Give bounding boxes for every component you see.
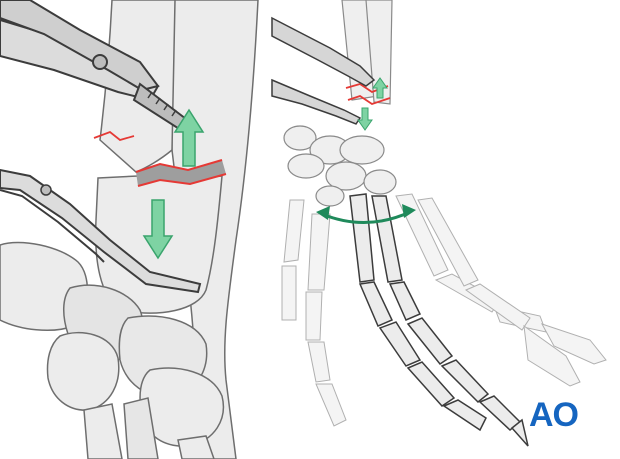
green-arrow-down <box>142 199 174 260</box>
carpal-bone-3 <box>46 332 120 411</box>
right-fracture-line-2 <box>347 95 391 105</box>
right-green-arrow-up <box>372 77 388 99</box>
upper-reduction-forceps <box>0 0 192 134</box>
rotation-arrowhead-right <box>402 204 416 218</box>
metacarpal-1 <box>83 403 123 459</box>
right-carpus <box>283 125 397 207</box>
metacarpal-3 <box>123 397 159 459</box>
left-panel <box>0 0 259 459</box>
fracture-line-upper <box>135 159 223 173</box>
green-arrow-up <box>173 108 205 167</box>
right-main-digit <box>349 193 529 447</box>
fracture-line-lower <box>137 173 227 187</box>
right-panel <box>271 0 607 447</box>
right-upper-forceps <box>271 16 376 87</box>
rotation-arrowhead-left <box>316 206 330 220</box>
right-green-arrow-down <box>357 107 373 131</box>
rotation-arrow-arc <box>321 210 411 224</box>
metacarpal-2 <box>177 435 215 459</box>
right-ghost-digits <box>281 193 607 427</box>
forceps-pivot-screw <box>92 54 108 70</box>
ao-logo: AO <box>529 396 579 434</box>
lower-pointed-forceps <box>0 168 202 294</box>
fracture-line-small <box>93 130 135 141</box>
forceps-pivot-screw-lower <box>40 184 52 196</box>
right-lower-forceps <box>271 78 362 125</box>
